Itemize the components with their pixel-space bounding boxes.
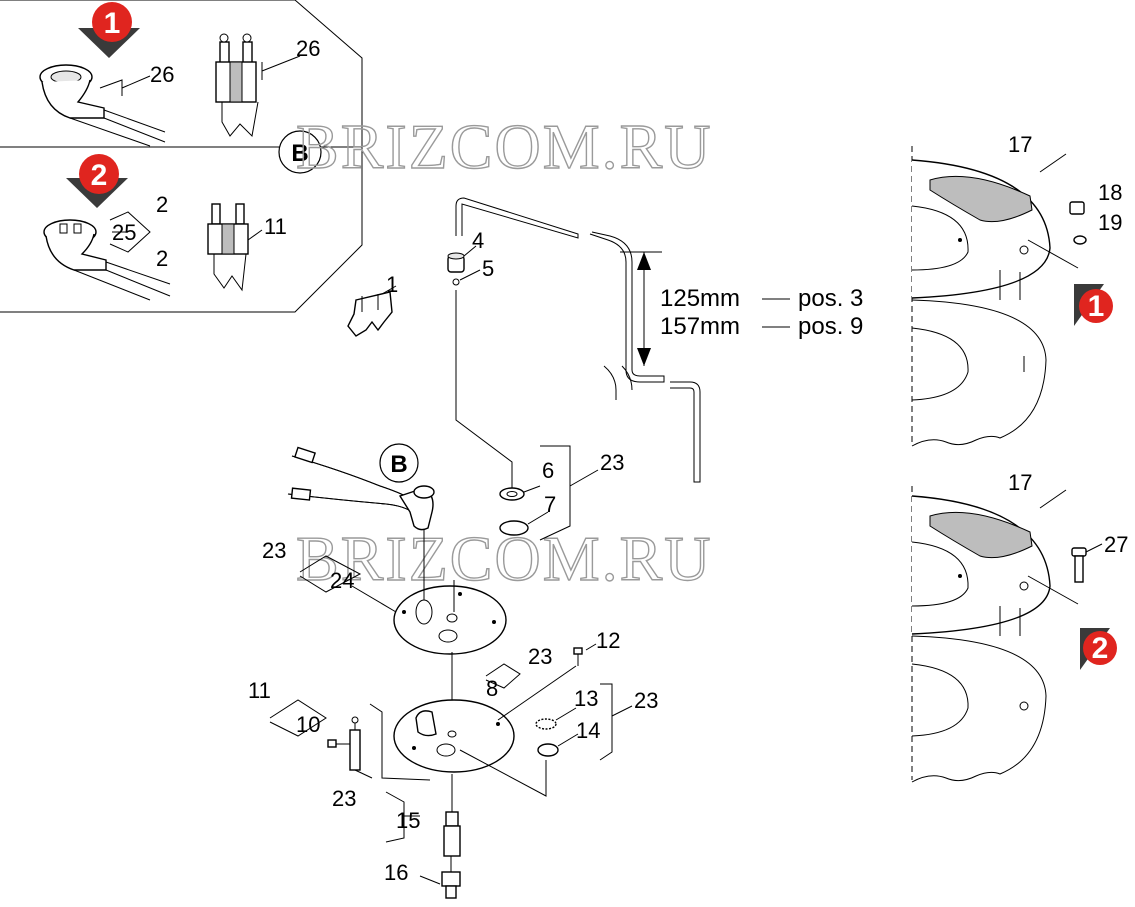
label-2-lower: 2 bbox=[156, 246, 168, 271]
gasket-part-14 bbox=[537, 743, 559, 757]
svg-text:2: 2 bbox=[1092, 632, 1109, 665]
nut-part-18 bbox=[1069, 201, 1085, 215]
screw-part-10 bbox=[327, 739, 350, 748]
svg-text:B: B bbox=[390, 451, 407, 478]
watermark-top: BRIZCOM.RU bbox=[296, 111, 713, 182]
lock-washer-part-13 bbox=[535, 718, 557, 730]
label-17-variant-2: 17 bbox=[1008, 470, 1032, 495]
cable-plug-part-25 bbox=[43, 219, 171, 301]
label-25: 25 bbox=[112, 220, 136, 245]
dim-ref-1: pos. 3 bbox=[798, 285, 863, 312]
nozzle-holder-part-15 bbox=[443, 774, 461, 857]
seal-ring-part-7 bbox=[499, 520, 529, 536]
label-26-inset-plug: 26 bbox=[150, 62, 174, 87]
label-27: 27 bbox=[1104, 532, 1128, 557]
label-17-variant-1: 17 bbox=[1008, 132, 1032, 157]
dimension-arrow bbox=[620, 251, 662, 366]
washer-part-6 bbox=[499, 487, 525, 501]
label-26-inset-electrode: 26 bbox=[296, 36, 320, 61]
label-16: 16 bbox=[384, 860, 408, 885]
label-23-left-mid: 23 bbox=[262, 538, 286, 563]
electrode-pair-part-11-inset bbox=[207, 203, 249, 292]
dimension-table: 125mm pos. 3 157mm pos. 9 bbox=[660, 285, 863, 340]
label-23-top: 23 bbox=[600, 450, 624, 475]
ferrule-part-5 bbox=[452, 278, 460, 286]
nozzle-part-16 bbox=[441, 856, 461, 899]
cable-plug-part-26 bbox=[39, 64, 166, 147]
variant-2-marker-right: 2 bbox=[1080, 628, 1117, 670]
label-13: 13 bbox=[574, 686, 598, 711]
label-6: 6 bbox=[542, 458, 554, 483]
label-11-center: 11 bbox=[248, 678, 271, 703]
svg-text:2: 2 bbox=[91, 159, 108, 192]
cover-plate-part-24 bbox=[393, 585, 507, 655]
detail-b-marker-center: B bbox=[379, 443, 419, 483]
nut-part-4 bbox=[447, 252, 465, 273]
svg-text:1: 1 bbox=[104, 7, 121, 40]
electrode-pair-part-26 bbox=[215, 33, 259, 138]
label-8: 8 bbox=[486, 676, 498, 701]
label-4: 4 bbox=[472, 228, 484, 253]
svg-text:B: B bbox=[291, 140, 308, 167]
bolt-part-27 bbox=[1071, 547, 1087, 583]
label-11-inset: 11 bbox=[264, 214, 287, 239]
burner-head-variant-1 bbox=[911, 146, 1051, 447]
watermark-middle: BRIZCOM.RU bbox=[296, 523, 713, 594]
burner-head-variant-2 bbox=[911, 486, 1051, 783]
label-10: 10 bbox=[296, 712, 320, 737]
label-23-upper-right: 23 bbox=[528, 644, 552, 669]
label-14: 14 bbox=[576, 718, 600, 743]
label-1: 1 bbox=[386, 272, 398, 297]
label-12: 12 bbox=[596, 628, 620, 653]
detail-b-marker-inset: B bbox=[278, 130, 322, 174]
label-2-upper: 2 bbox=[156, 192, 168, 217]
ignition-cable bbox=[287, 446, 435, 531]
variant-2-badge: 2 bbox=[66, 154, 128, 208]
label-7: 7 bbox=[544, 492, 556, 517]
dim-ref-2: pos. 9 bbox=[798, 313, 863, 340]
dim-length-1: 125mm bbox=[660, 285, 740, 312]
fuel-pipe bbox=[455, 197, 701, 483]
screw-part-12 bbox=[573, 647, 583, 666]
label-24: 24 bbox=[330, 568, 354, 593]
svg-text:1: 1 bbox=[1088, 290, 1105, 323]
label-18: 18 bbox=[1098, 180, 1122, 205]
washer-part-19 bbox=[1073, 235, 1087, 245]
electrode-part-11 bbox=[349, 716, 373, 779]
label-15: 15 bbox=[396, 808, 420, 833]
base-plate-part-8 bbox=[393, 699, 515, 773]
label-23-right: 23 bbox=[634, 688, 658, 713]
label-5: 5 bbox=[482, 256, 494, 281]
label-19: 19 bbox=[1098, 210, 1122, 235]
variant-inset-panel: 1 2 bbox=[0, 0, 363, 313]
label-23-bottom: 23 bbox=[332, 786, 356, 811]
clip-part-1 bbox=[347, 285, 397, 337]
dim-length-2: 157mm bbox=[660, 313, 740, 340]
variant-1-badge: 1 bbox=[78, 2, 140, 58]
variant-1-marker-right: 1 bbox=[1074, 284, 1113, 326]
